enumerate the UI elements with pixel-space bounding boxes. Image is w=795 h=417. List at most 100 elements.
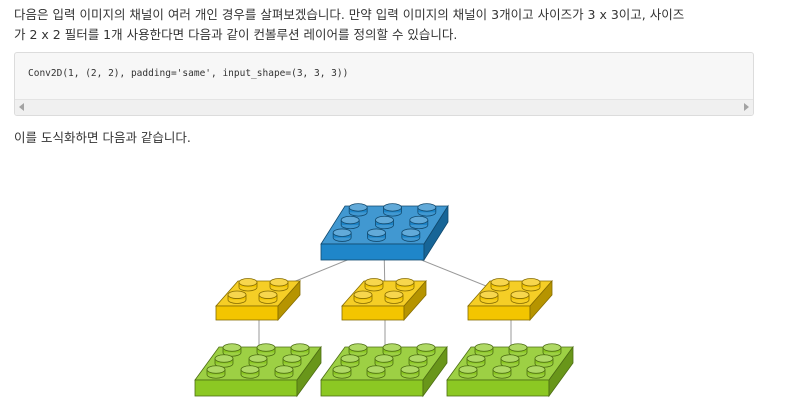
filter-brick-2-stud-edge [384,299,404,304]
output-brick-stud [340,215,360,225]
filter-brick-3-stud [510,290,530,299]
input-channel-brick-2-stud [332,365,352,374]
output-brick-stud-edge [375,224,394,230]
filter-brick-1-side [277,279,301,322]
filter-brick-2-stud [395,278,415,287]
input-channel-brick-3-stud [500,354,520,363]
filter-brick-3-stud-edge [521,287,541,292]
input-channel-brick-3-stud [542,343,562,352]
input-channel-brick-3-stud-edge [492,374,512,379]
intro-paragraph: 다음은 입력 이미지의 채널이 여러 개인 경우를 살펴보겠습니다. 만약 입력… [14,5,774,45]
filter-brick-3 [467,278,553,322]
filter-brick-2-stud-edge [395,287,415,292]
output-brick-stud [367,228,386,237]
input-channel-brick-2-stud-edge [348,352,368,357]
input-channel-brick-1-stud-edge [206,374,226,379]
filter-brick-1-stud-edge [258,299,278,304]
filter-brick-1-stud-edge [269,287,289,292]
input-channel-brick-2-stud [340,354,360,363]
input-channel-brick-2-side [422,345,448,398]
output-brick-stud [383,203,402,212]
output-brick-stud-edge [417,212,437,217]
filter-brick-2-stud [384,290,404,299]
output-brick-stud [409,215,429,225]
input-channel-brick-2-stud [382,343,402,352]
input-channel-brick-2-front [320,379,424,397]
filter-brick-3-stud-edge [479,299,499,304]
filter-brick-1 [215,278,301,322]
input-channel-brick-3-stud-edge [508,352,528,357]
input-channel-brick-2-stud-edge [382,352,402,357]
input-channel-brick-1-stud [274,365,294,374]
input-channel-brick-3-stud [474,343,494,352]
input-channel-brick-3-stud [534,354,554,363]
input-channel-brick-3-stud [526,365,546,374]
input-channel-brick-1-stud [214,354,234,363]
brick-group [194,203,574,398]
output-brick-stud [348,203,368,212]
intro-line-1: 다음은 입력 이미지의 채널이 여러 개인 경우를 살펴보겠습니다. 만약 입력… [14,7,685,22]
input-channel-brick-1-stud-edge [222,352,242,357]
input-channel-brick-2-stud-edge [366,374,386,379]
output-brick-stud-edge [367,237,386,242]
filter-brick-2-stud-edge [353,299,373,304]
input-channel-brick-1-side [296,345,322,398]
filter-brick-2-stud [364,278,384,287]
input-channel-brick-2-stud [408,354,428,363]
input-channel-brick-3-stud-edge [458,374,478,379]
input-channel-brick-1-stud [256,343,276,352]
input-channel-brick-1-stud-edge [282,363,302,368]
output-brick-stud-edge [401,237,421,242]
input-channel-brick-1-front [194,379,298,397]
input-channel-brick-3-stud-edge [500,363,520,368]
input-channel-brick-1-stud-edge [256,352,276,357]
code-line: Conv2D(1, (2, 2), padding='same', input_… [28,68,349,79]
filter-brick-2-front [341,305,405,321]
input-channel-brick-3-stud-edge [474,352,494,357]
input-channel-brick-1-stud-edge [214,363,234,368]
input-channel-brick-2-stud-edge [416,352,436,357]
filter-brick-1-stud-edge [227,299,247,304]
input-channel-brick-3-stud [458,365,478,374]
input-channel-brick-1 [194,343,322,398]
input-channel-brick-2-stud [366,365,386,374]
filter-brick-1-stud [238,278,258,287]
scroll-right-arrow-icon[interactable] [744,103,749,111]
input-channel-brick-1-stud-edge [240,374,260,379]
scroll-left-arrow-icon[interactable] [19,103,24,111]
horizontal-scrollbar[interactable] [15,99,753,115]
output-brick [320,203,449,262]
input-channel-brick-3-stud [492,365,512,374]
input-channel-brick-2-stud-edge [340,363,360,368]
input-channel-brick-1-stud [282,354,302,363]
input-channel-brick-1-stud [222,343,242,352]
input-channel-brick-1-stud [290,343,310,352]
filter-brick-1-stud [258,290,278,299]
input-channel-brick-1-stud [206,365,226,374]
input-channel-brick-3-stud-edge [542,352,562,357]
filter-brick-2 [341,278,427,322]
input-channel-brick-1-stud-edge [290,352,310,357]
input-channel-brick-1-stud-edge [274,374,294,379]
output-brick-stud [417,203,437,212]
output-brick-stud-edge [332,237,352,242]
input-channel-brick-3-side [548,345,574,398]
output-brick-stud [401,228,421,237]
output-brick-stud-edge [348,212,368,217]
input-channel-brick-3-stud-edge [534,363,554,368]
filter-brick-3-stud-edge [510,299,530,304]
input-channel-brick-2-stud [374,354,394,363]
output-brick-stud-edge [409,224,429,230]
output-brick-front [320,243,425,261]
input-channel-brick-2-stud-edge [332,374,352,379]
filter-brick-1-stud-edge [238,287,258,292]
filter-brick-3-stud [490,278,510,287]
filter-brick-1-front [215,305,279,321]
input-channel-brick-1-stud-edge [248,363,268,368]
input-channel-brick-3-front [446,379,550,397]
intro-line-2: 가 2 x 2 필터를 1개 사용한다면 다음과 같이 컨볼루션 레이어를 정의… [14,27,458,42]
input-channel-brick-3-stud-edge [526,374,546,379]
input-channel-brick-3-stud-edge [466,363,486,368]
output-brick-stud [375,215,394,225]
